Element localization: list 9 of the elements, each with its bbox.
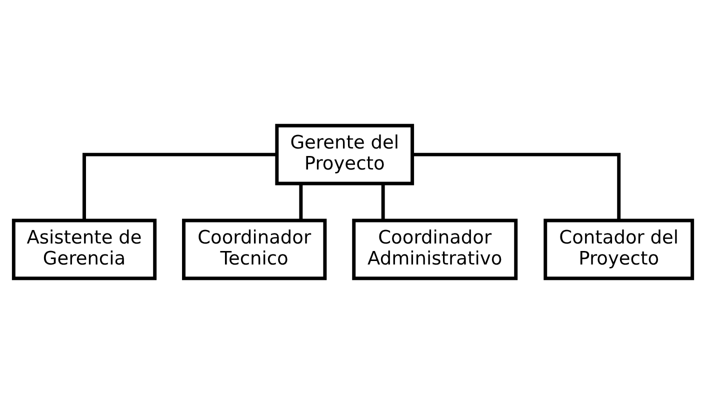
connector — [412, 152, 621, 220]
node-box: Gerente del Proyecto — [275, 123, 414, 185]
node-box: Asistente de Gerencia — [12, 218, 157, 280]
connector — [381, 183, 385, 220]
connector — [299, 183, 303, 220]
connector — [82, 152, 277, 220]
node-box: Coordinador Tecnico — [182, 218, 327, 280]
node-box: Coordinador Administrativo — [352, 218, 518, 280]
node-box: Contador del Proyecto — [544, 218, 694, 280]
